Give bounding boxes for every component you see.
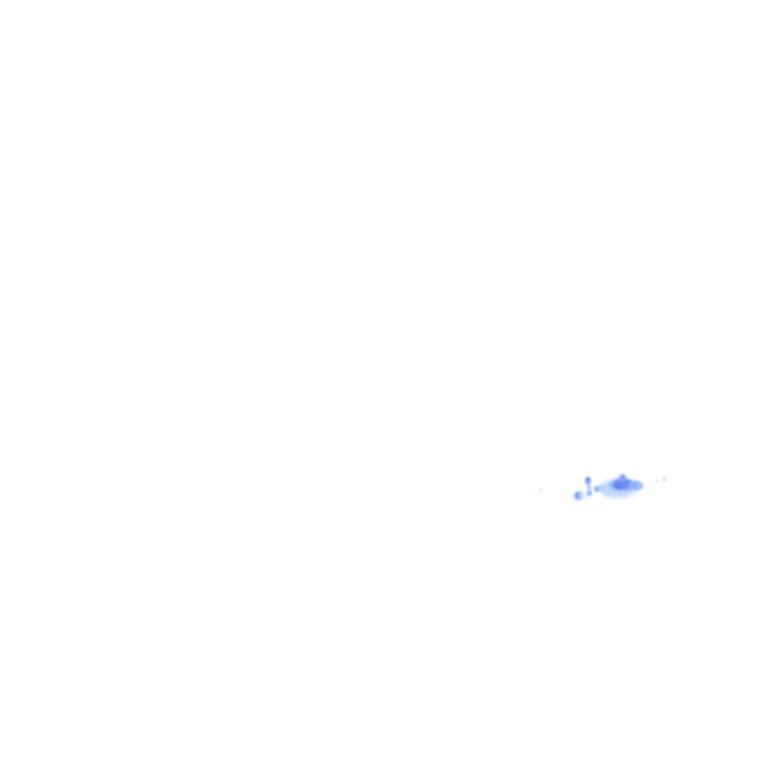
- precipitation-cell-main-right-lobe: [628, 481, 642, 490]
- precipitation-cell-speck-right: [662, 475, 667, 482]
- precipitation-cell-main-right-tip: [636, 483, 644, 489]
- precipitation-cell-left-bridge-halo: [579, 491, 589, 499]
- precipitation-cell-main-bottom-fringe: [602, 489, 630, 498]
- precipitation-cell-main-peak-core: [620, 475, 625, 481]
- precipitation-cell-main-peak: [618, 473, 627, 482]
- precipitation-cell-left-blob-core: [574, 491, 583, 500]
- precipitation-cell-streak-top-core: [585, 477, 591, 482]
- precipitation-cell-speck-right-small: [656, 478, 659, 482]
- precipitation-cell-streak-mid: [586, 483, 592, 491]
- precipitation-cell-speck-far-left: [538, 488, 543, 492]
- precipitation-cell-streak-top: [584, 476, 592, 485]
- precipitation-cell-main-base-light: [600, 479, 640, 496]
- precipitation-cell-bridge-dot-2: [598, 485, 605, 490]
- precipitation-cell-main-core-dark: [613, 482, 623, 489]
- precipitation-cell-left-blob-fringe: [572, 490, 584, 501]
- precipitation-cell-main-left-arm: [599, 485, 613, 494]
- precipitation-cell-streak-bottom: [586, 489, 593, 496]
- precipitation-cell-main-mid: [609, 479, 635, 491]
- precipitation-cell-main-core: [613, 479, 632, 489]
- precipitation-cell-bridge-dot: [594, 486, 600, 492]
